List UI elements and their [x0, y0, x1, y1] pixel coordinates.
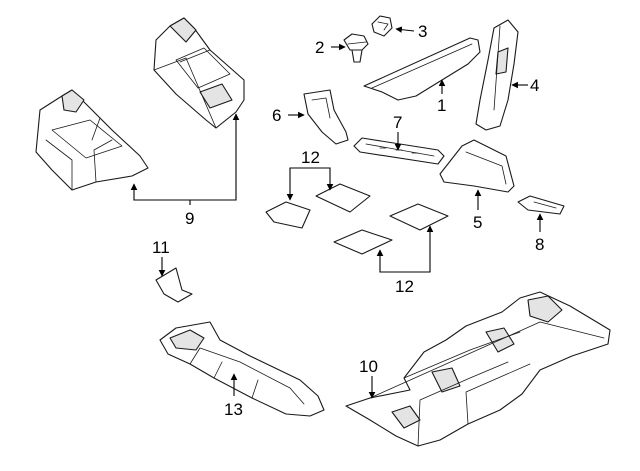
- part-6-side-panel: [303, 89, 349, 145]
- callout-11: 11: [152, 238, 170, 257]
- callout-3: 3: [418, 22, 427, 41]
- part-4-pillar-trim: [475, 19, 519, 131]
- callout-2: 2: [315, 38, 324, 57]
- callout-4: 4: [530, 76, 539, 95]
- part-10-floor-insulator: [345, 291, 611, 447]
- part-3-retainer: [371, 15, 393, 37]
- part-9-right-carpet: [153, 17, 245, 129]
- part-7-scuff-plate: [353, 137, 445, 165]
- part-12-mats-upper: [265, 183, 371, 229]
- callout-labels: 1 2 3 4 5 6 7 8 9 10 11 12 12 13: [152, 22, 544, 419]
- callout-6: 6: [272, 106, 281, 125]
- callout-9: 9: [185, 209, 194, 228]
- callout-10: 10: [359, 357, 378, 376]
- part-12-mats-lower: [333, 203, 449, 255]
- callout-12-bottom: 12: [395, 277, 414, 296]
- callout-13: 13: [224, 400, 243, 419]
- part-5-lower-trim: [439, 139, 515, 193]
- part-1-pillar-trim: [363, 37, 481, 101]
- part-13-insulator: [159, 321, 325, 417]
- leader-lines: [130, 26, 544, 399]
- callout-1: 1: [437, 96, 446, 115]
- part-9-left-carpet: [35, 89, 149, 191]
- part-8-small-scuff: [517, 195, 565, 215]
- callout-7: 7: [393, 113, 402, 132]
- part-11-trim: [155, 267, 193, 303]
- callout-12-top: 12: [301, 148, 320, 167]
- callout-8: 8: [535, 235, 544, 254]
- callout-5: 5: [473, 213, 482, 232]
- part-2-clip: [343, 33, 369, 63]
